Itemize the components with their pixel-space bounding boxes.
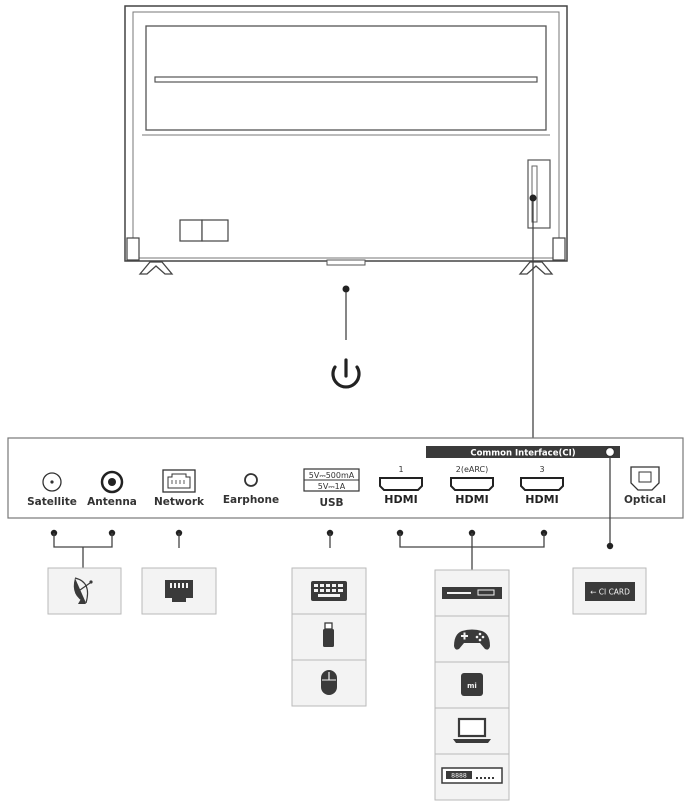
tv-right-foot xyxy=(518,261,554,275)
earphone-port: Earphone xyxy=(223,473,279,506)
tv-slot xyxy=(154,76,538,83)
ethernet-box xyxy=(141,567,217,615)
ci-slot-circle xyxy=(604,446,616,458)
satellite-port: Satellite xyxy=(27,472,77,508)
hdmi-2-number: 2(eARC) xyxy=(456,465,488,474)
hdmi-devices-column: mi 8888 xyxy=(434,569,510,801)
optical-label: Optical xyxy=(624,494,666,506)
network-port-icon xyxy=(162,469,196,493)
usb-devices-column xyxy=(291,567,367,707)
ci-connector xyxy=(606,457,614,550)
usb-connector xyxy=(326,529,334,548)
usb-label: USB xyxy=(319,497,343,509)
antenna-label: Antenna xyxy=(87,496,137,508)
tv-right-edge xyxy=(552,237,566,261)
mi-box-icon: mi xyxy=(461,673,483,696)
network-label: Network xyxy=(154,496,205,508)
hdmi-3-logo: HDMI xyxy=(525,493,558,506)
set-top-box-icon xyxy=(442,587,502,599)
satellite-dish-box xyxy=(47,567,122,615)
tv-side-port-panel xyxy=(527,159,551,229)
tv-port-cover-right xyxy=(201,219,229,242)
antenna-port: Antenna xyxy=(87,470,137,508)
ci-bar xyxy=(426,446,620,458)
earphone-label: Earphone xyxy=(223,494,279,506)
tv-port-cover-left xyxy=(179,219,203,242)
hdmi-1-number: 1 xyxy=(398,465,403,474)
hdmi-port-3: 3 HDMI xyxy=(520,465,564,506)
optical-port: Optical xyxy=(624,466,666,506)
tv-left-edge xyxy=(126,237,140,261)
hdmi-connector xyxy=(396,529,548,570)
power-icon xyxy=(331,358,361,389)
hdmi-3-icon xyxy=(520,477,564,491)
hdmi-2-icon xyxy=(450,477,494,491)
earphone-port-icon xyxy=(244,473,258,487)
sat-antenna-connector xyxy=(50,529,116,568)
ci-dot-tv xyxy=(529,194,537,202)
tv-bottom-tab xyxy=(326,259,366,266)
tv-left-foot xyxy=(138,261,174,275)
mi-logo: mi xyxy=(467,682,477,690)
keyboard-icon xyxy=(311,581,347,601)
tv-ci-slot xyxy=(531,165,538,223)
ci-bar-label: Common Interface(CI) xyxy=(470,449,575,459)
power-dot xyxy=(342,285,350,293)
hdmi-port-1: 1 HDMI xyxy=(379,465,423,506)
hdmi-1-icon xyxy=(379,477,423,491)
ci-card-label: ← CI CARD xyxy=(590,588,630,597)
ci-card-icon xyxy=(585,582,635,601)
usb-stick-icon xyxy=(323,622,334,647)
satellite-label: Satellite xyxy=(27,496,77,508)
hdmi-port-2: 2(eARC) HDMI xyxy=(450,465,494,506)
usb-rating-top: 5V⎓500mA xyxy=(309,471,355,480)
mouse-icon xyxy=(321,670,337,695)
hdmi-2-logo: HDMI xyxy=(455,493,488,506)
dvd-player-icon: 8888 xyxy=(441,767,503,784)
network-connector xyxy=(175,529,183,548)
gamepad-icon xyxy=(454,629,490,650)
laptop-icon xyxy=(453,717,491,743)
usb-port: 5V⎓500mA 5V⎓1A USB xyxy=(303,468,360,509)
usb-rating-bottom: 5V⎓1A xyxy=(318,482,346,491)
hdmi-1-logo: HDMI xyxy=(384,493,417,506)
ci-card-box: ← CI CARD xyxy=(572,567,647,615)
ethernet-jack-icon xyxy=(165,580,193,602)
hdmi-3-number: 3 xyxy=(539,465,544,474)
network-port: Network xyxy=(154,469,205,508)
dvd-display: 8888 xyxy=(451,772,467,780)
satellite-dish-icon xyxy=(73,577,93,604)
tv-back xyxy=(124,5,568,275)
